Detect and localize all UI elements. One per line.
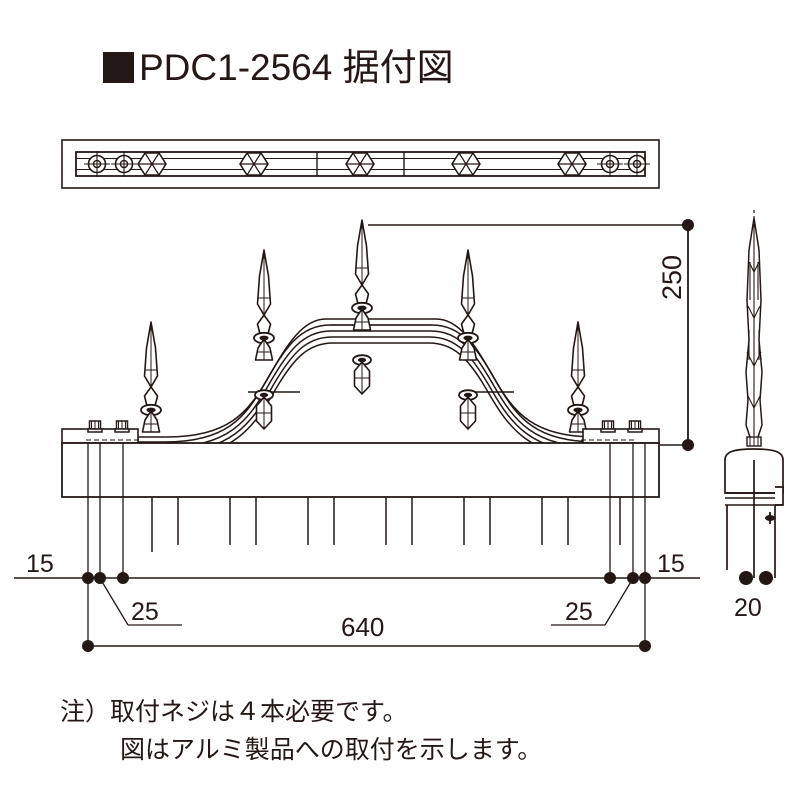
note-line-2: 図はアルミ製品への取付を示します。 (120, 736, 543, 764)
drop-mid-left (254, 389, 274, 430)
dimension-label-edge-left: 15 (26, 550, 54, 578)
extension-ticks (151, 497, 621, 552)
finial-outer-right (567, 321, 589, 433)
finial-center (351, 219, 373, 331)
dimension-label-total-width: 640 (341, 612, 385, 642)
page-title: PDC1-2564 据付図 (103, 44, 454, 90)
note-line-1: 注）取付ネジは４本必要です。 (60, 698, 408, 726)
dimension-label-depth: 20 (734, 594, 762, 622)
front-elevation (61, 219, 660, 552)
plan-view-rail (61, 139, 660, 189)
drop-mid-right (458, 389, 478, 430)
filled-square-icon (103, 51, 134, 83)
drop-center (352, 354, 372, 395)
title-text: PDC1-2564 据付図 (139, 46, 454, 88)
dimension-250 (368, 219, 694, 451)
dimension-bottom-group (14, 443, 700, 652)
dimension-label-edge-right: 15 (657, 550, 685, 578)
finial-mid-right (457, 249, 479, 361)
finial-mid-left (253, 249, 275, 361)
finial-outer-left (140, 321, 162, 433)
dimension-label-height: 250 (657, 254, 687, 300)
arch-rail (128, 324, 634, 458)
dimension-label-screw-left: 25 (131, 598, 159, 626)
dimension-label-screw-right: 25 (565, 598, 593, 626)
notes-block: 注）取付ネジは４本必要です。 図はアルミ製品への取付を示します。 (60, 693, 542, 769)
side-elevation (724, 210, 784, 585)
